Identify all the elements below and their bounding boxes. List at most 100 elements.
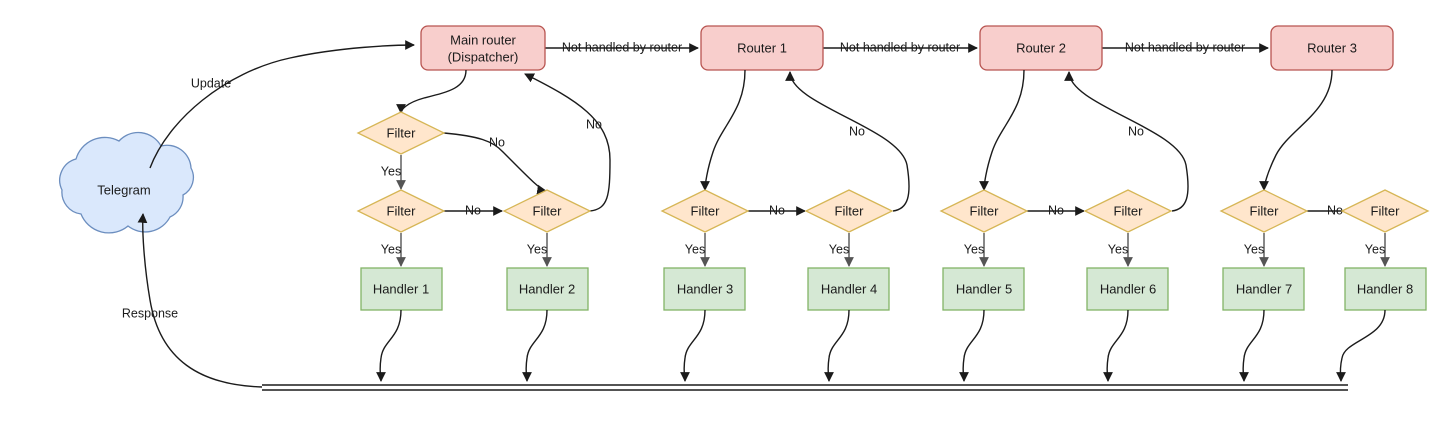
handler-8-label: Handler 8 [1357, 281, 1413, 296]
filter-3-shape [660, 189, 750, 233]
chain-label-1: Not handled by router [562, 40, 682, 54]
yes-label-5: Yes [964, 242, 984, 256]
edge-router2-to-filter5 [979, 69, 1025, 191]
filter-node-4[interactable]: Filter [804, 189, 894, 233]
cloud-shape [59, 131, 195, 234]
router-3-label: Router 3 [1307, 40, 1357, 55]
router-2-label: Router 2 [1016, 40, 1066, 55]
handler-node-7[interactable]: Handler 7 [1222, 267, 1305, 311]
edge-filter2-no-to-mainrouter [524, 73, 611, 212]
filter-node-main-top[interactable]: Filter [356, 111, 446, 155]
router-node-3[interactable]: Router 3 [1270, 25, 1394, 71]
no-label-2: No [586, 117, 602, 131]
filter-6-shape [1083, 189, 1173, 233]
update-label: Update [191, 76, 231, 90]
yes-label-4: Yes [829, 242, 849, 256]
filter-2-shape [502, 189, 592, 233]
router-node-main[interactable]: Main router (Dispatcher) [420, 25, 546, 71]
filter-6-label: Filter [1114, 203, 1144, 218]
router-1-box [700, 25, 824, 71]
handler-3-label: Handler 3 [677, 281, 733, 296]
edge-filter6-no-to-router2 [1064, 71, 1189, 212]
response-edge [137, 213, 263, 388]
yes-label-6: Yes [1108, 242, 1128, 256]
filter-5-shape [939, 189, 1029, 233]
no-label-6: No [1128, 124, 1144, 138]
filter-node-7[interactable]: Filter [1219, 189, 1309, 233]
edge-router3-to-filter7 [1259, 69, 1333, 191]
edge-handler5-to-bus [959, 309, 985, 382]
filter-1-label: Filter [387, 203, 417, 218]
handler-node-4[interactable]: Handler 4 [807, 267, 890, 311]
router-main-label-line1: Main router [450, 32, 516, 47]
edge-filter-top-no-to-filter2 [443, 132, 547, 195]
edge-handler7-to-bus [1239, 309, 1265, 382]
no-label-4: No [849, 124, 865, 138]
handler-7-box [1222, 267, 1305, 311]
yes-label-2: Yes [527, 242, 547, 256]
filter-5-label: Filter [970, 203, 1000, 218]
filter-7-shape [1219, 189, 1309, 233]
chain-label-3: Not handled by router [1125, 40, 1245, 54]
yes-label-1: Yes [381, 242, 401, 256]
handler-node-3[interactable]: Handler 3 [663, 267, 746, 311]
filter-7-label: Filter [1250, 203, 1280, 218]
telegram-label: Telegram [97, 182, 150, 197]
filter-4-shape [804, 189, 894, 233]
edge-router1-to-filter3 [700, 69, 746, 191]
filter-node-1[interactable]: Filter [356, 189, 446, 233]
filter-node-8[interactable]: Filter [1340, 189, 1430, 233]
handler-node-6[interactable]: Handler 6 [1086, 267, 1169, 311]
edge-handler1-to-bus [376, 309, 402, 382]
edge-handler3-to-bus [680, 309, 706, 382]
no-label-1: No [465, 203, 481, 217]
edge-mainrouter-to-filter-top [396, 69, 467, 114]
router-node-2[interactable]: Router 2 [979, 25, 1103, 71]
no-label-3: No [769, 203, 785, 217]
response-label: Response [122, 306, 178, 320]
handler-3-box [663, 267, 746, 311]
edge-handler8-to-bus [1336, 309, 1386, 382]
filter-node-3[interactable]: Filter [660, 189, 750, 233]
chain-label-2: Not handled by router [840, 40, 960, 54]
filter-1-shape [356, 189, 446, 233]
handler-node-8[interactable]: Handler 8 [1344, 267, 1427, 311]
handler-node-1[interactable]: Handler 1 [360, 267, 443, 311]
handler-4-label: Handler 4 [821, 281, 877, 296]
handler-node-5[interactable]: Handler 5 [942, 267, 1025, 311]
router-main-box [420, 25, 546, 71]
update-edge [149, 40, 415, 169]
edge-filter4-no-to-router1 [785, 71, 910, 212]
no-label-5: No [1048, 203, 1064, 217]
filter-8-shape [1340, 189, 1430, 233]
telegram-cloud-node[interactable]: Telegram [59, 131, 195, 234]
filter-main-top-label: Filter [387, 125, 417, 140]
yes-label-main-top: Yes [381, 164, 401, 178]
filter-node-5[interactable]: Filter [939, 189, 1029, 233]
router-node-1[interactable]: Router 1 [700, 25, 824, 71]
handler-4-box [807, 267, 890, 311]
edge-handler4-to-bus [824, 309, 850, 382]
filter-4-label: Filter [835, 203, 865, 218]
handler-2-label: Handler 2 [519, 281, 575, 296]
filter-node-2[interactable]: Filter [502, 189, 592, 233]
filter-2-label: Filter [533, 203, 563, 218]
router-2-box [979, 25, 1103, 71]
router-main-label-line2: (Dispatcher) [448, 49, 519, 64]
handler-6-label: Handler 6 [1100, 281, 1156, 296]
yes-label-8: Yes [1365, 242, 1385, 256]
router-1-label: Router 1 [737, 40, 787, 55]
handler-2-box [506, 267, 589, 311]
handler-5-label: Handler 5 [956, 281, 1012, 296]
handler-1-box [360, 267, 443, 311]
no-label-7: No [1327, 203, 1343, 217]
yes-label-3: Yes [685, 242, 705, 256]
filter-main-top-shape [356, 111, 446, 155]
filter-node-6[interactable]: Filter [1083, 189, 1173, 233]
no-label-main-top: No [489, 135, 505, 149]
handler-7-label: Handler 7 [1236, 281, 1292, 296]
filter-8-label: Filter [1371, 203, 1401, 218]
handler-node-2[interactable]: Handler 2 [506, 267, 589, 311]
